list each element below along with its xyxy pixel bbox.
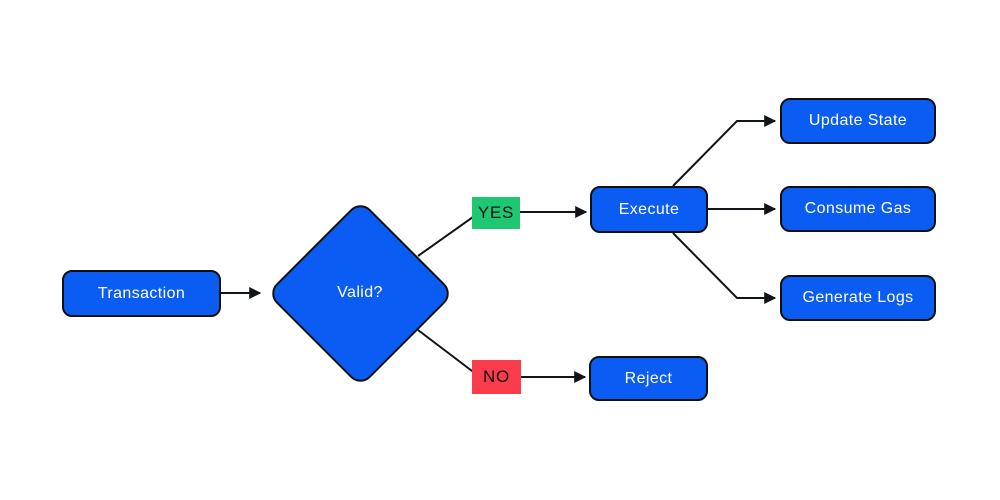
- node-valid-decision: Valid?: [265, 198, 455, 388]
- edge-execute-generate-logs: [672, 232, 777, 304]
- node-execute: Execute: [590, 186, 708, 233]
- edge-execute-update-state: [672, 115, 777, 187]
- node-update-state-label: Update State: [808, 112, 908, 129]
- node-consume-gas: Consume Gas: [780, 186, 936, 232]
- node-transaction: Transaction: [62, 270, 221, 317]
- node-update-state: Update State: [780, 98, 936, 144]
- node-generate-logs-label: Generate Logs: [802, 289, 914, 306]
- node-transaction-label: Transaction: [97, 284, 186, 302]
- edge-label-no: NO: [472, 360, 521, 394]
- node-reject: Reject: [589, 356, 708, 401]
- node-consume-gas-label: Consume Gas: [804, 200, 912, 217]
- node-execute-label: Execute: [618, 200, 680, 218]
- edge-label-yes: YES: [472, 197, 520, 229]
- node-generate-logs: Generate Logs: [780, 275, 936, 321]
- node-valid-label: Valid?: [337, 284, 383, 301]
- node-reject-label: Reject: [624, 369, 673, 387]
